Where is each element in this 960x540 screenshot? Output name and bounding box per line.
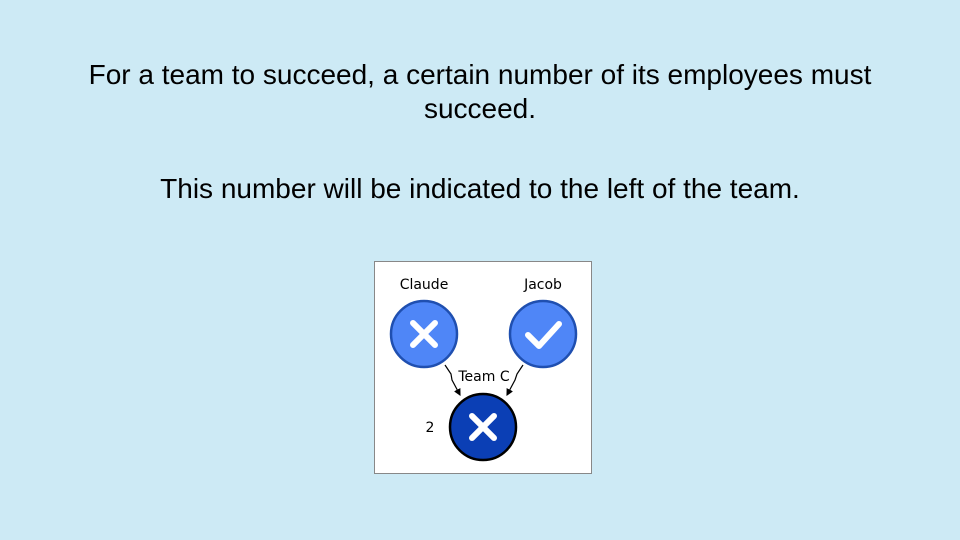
intro-paragraph: For a team to succeed, a certain number … — [88, 59, 872, 124]
employee-node-jacob — [508, 299, 578, 369]
employee-name-claude: Claude — [400, 277, 449, 293]
x-icon — [410, 320, 438, 348]
threshold-explanation: This number will be indicated to the lef… — [160, 173, 800, 204]
employee-node-claude — [389, 299, 459, 369]
team-diagram: Claude Jacob Team C — [374, 261, 592, 474]
team-name: Team C — [457, 369, 509, 385]
team-node — [448, 392, 518, 462]
team-diagram-svg: Claude Jacob Team C — [389, 277, 578, 462]
edge-jacob-to-team — [506, 364, 524, 397]
employee-name-jacob: Jacob — [523, 277, 562, 293]
x-icon — [469, 413, 497, 441]
edge-claude-to-team — [444, 364, 461, 397]
check-icon — [525, 321, 562, 349]
team-threshold: 2 — [426, 420, 435, 436]
